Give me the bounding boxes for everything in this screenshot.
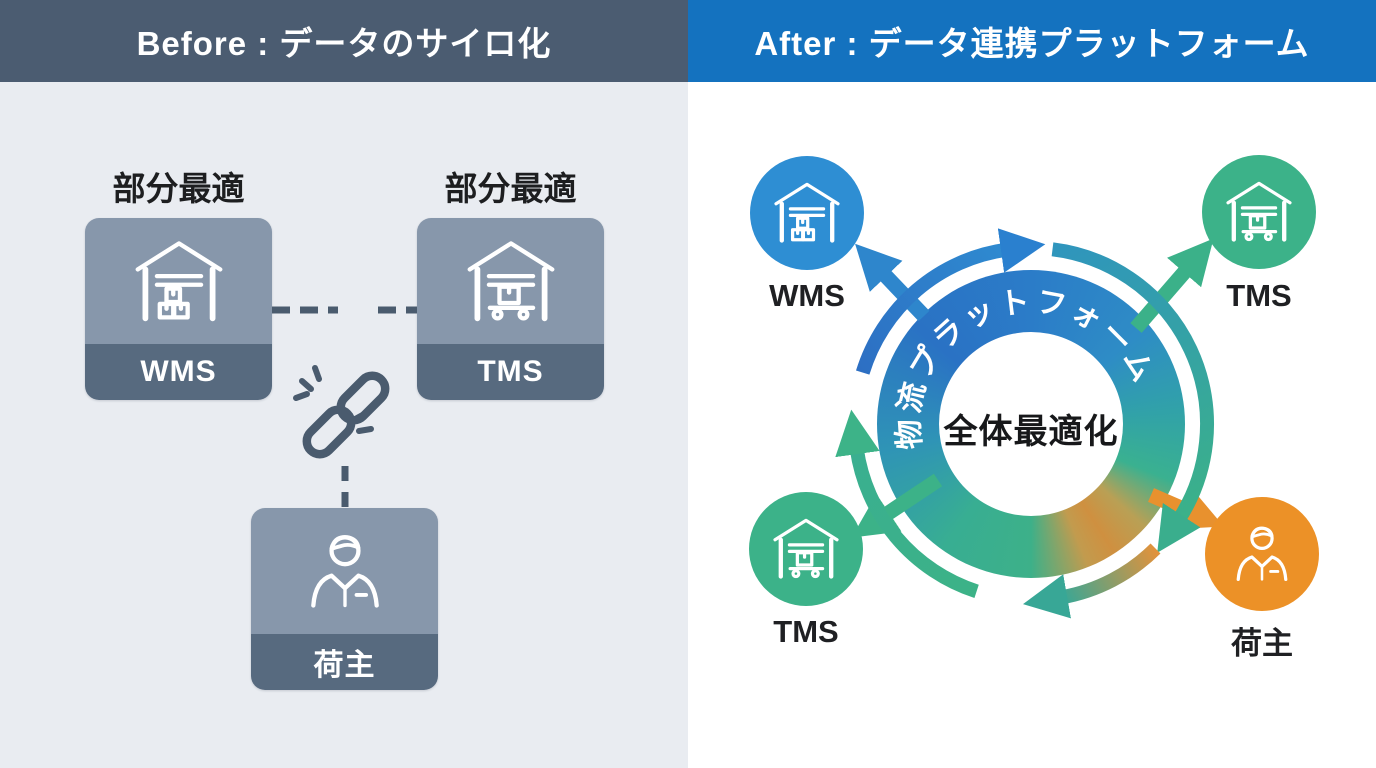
after-header: After : データ連携プラットフォーム [688,0,1376,82]
wms-node-label: WMS [769,278,845,313]
warehouse-trolley-icon [463,231,559,332]
before-header: Before : データのサイロ化 [0,0,688,82]
shipper-silo-box: 荷主 [251,508,438,690]
tms-bottom-node-label: TMS [773,614,839,649]
wms-box-label: WMS [140,355,217,388]
after-panel: 物流プラットフォーム 全体最適化 WMS [688,82,1376,768]
warehouse-boxes-icon [131,231,227,332]
wms-icon-area [85,218,272,344]
shipper-band: 荷主 [251,634,438,690]
tms-silo-box: TMS [417,218,604,400]
tms-bottom-node-circle [749,492,863,606]
person-icon [1226,516,1298,593]
warehouse-trolley-icon [1223,174,1295,251]
before-header-title: Before : データのサイロ化 [136,25,552,62]
wms-node-circle [750,156,864,270]
shipper-node-circle [1205,497,1319,611]
wms-silo-box: WMS [85,218,272,400]
tms-top-node-circle [1202,155,1316,269]
tms-caption: 部分最適 [444,170,577,207]
person-icon [297,521,393,622]
warehouse-boxes-icon [771,175,843,252]
wms-caption: 部分最適 [112,170,245,207]
tms-box-label: TMS [477,355,544,388]
broken-chain-icon [293,365,390,459]
warehouse-trolley-icon [770,511,842,588]
shipper-node-label: 荷主 [1231,626,1293,661]
tms-icon-area [417,218,604,344]
wms-band: WMS [85,344,272,400]
shipper-box-label: 荷主 [313,649,376,682]
center-label: 全体最適化 [943,413,1119,451]
shipper-icon-area [251,508,438,634]
before-panel: 部分最適 部分最適 WMS [0,82,688,768]
after-header-title: After : データ連携プラットフォーム [754,25,1310,62]
tms-top-node-label: TMS [1226,278,1292,313]
tms-band: TMS [417,344,604,400]
